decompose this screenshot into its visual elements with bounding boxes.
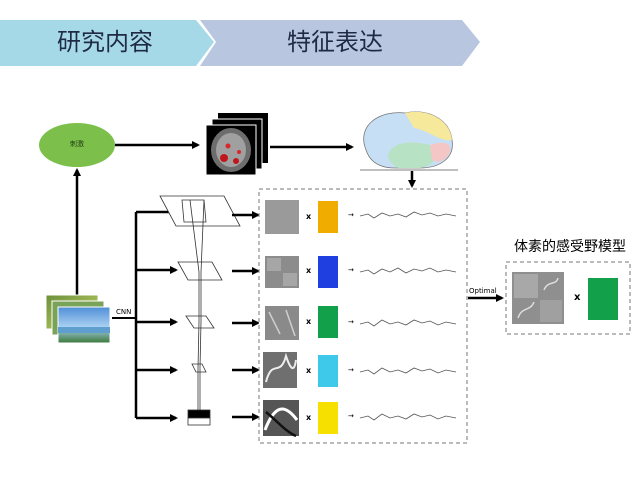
arrow-symbol: → (348, 412, 354, 420)
optimal-label: Optimal (469, 287, 497, 295)
arrow-symbol: → (348, 266, 354, 274)
fmri-slices (206, 113, 268, 175)
multiply-symbol: x (306, 413, 311, 422)
rf-block-2 (318, 256, 338, 288)
arrow-symbol: → (348, 366, 354, 374)
multiply-symbol: x (306, 212, 311, 221)
arrow-symbol: → (348, 211, 354, 219)
voxel-result-block (588, 278, 618, 320)
multiply-symbol: x (306, 317, 311, 326)
rf-block-1 (318, 201, 338, 233)
multiply-symbol: x (306, 266, 311, 275)
cnn-label: CNN (116, 308, 131, 316)
multiply-symbol: x (306, 366, 311, 375)
rf-block-3 (318, 306, 338, 338)
arrow-symbol: → (348, 318, 354, 326)
rf-block-4 (318, 355, 338, 387)
rf-block-5 (318, 402, 338, 434)
brain-image (360, 112, 458, 170)
voxel-model-title: 体素的感受野模型 (500, 236, 640, 256)
multiply-symbol: x (574, 292, 580, 303)
input-image-stack (46, 295, 110, 343)
voxel-feature-image (512, 272, 564, 324)
stimulus-label: 刺激 (52, 139, 102, 149)
cnn-architecture (160, 196, 240, 425)
